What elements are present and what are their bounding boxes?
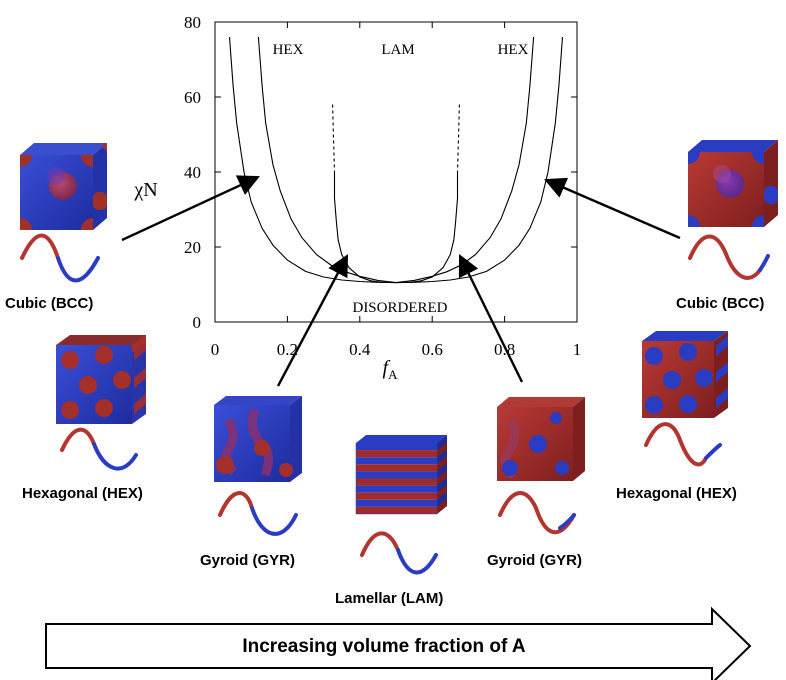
- wave-bcc-left: [20, 233, 100, 283]
- plot-frame: [214, 21, 578, 323]
- cube-gyr-right: [497, 397, 585, 481]
- lamella-side: [437, 491, 447, 507]
- caption-bcc-left: Cubic (BCC): [5, 295, 93, 312]
- lamella-side: [437, 470, 447, 486]
- pointer-arrows: [121, 175, 681, 387]
- volume-fraction-arrow: [45, 606, 752, 680]
- region-label-hex-left: HEX: [273, 42, 304, 58]
- wave-gyr-left: [218, 491, 298, 536]
- axis-ticks: [214, 21, 578, 323]
- caption-bcc-right: Cubic (BCC): [676, 295, 764, 312]
- region-label-hex-right: HEX: [498, 42, 529, 58]
- arrow-bcc-left: [121, 175, 260, 242]
- lamella-layer: [356, 450, 437, 458]
- caption-gyr-right: Gyroid (GYR): [487, 552, 582, 569]
- phase-boundary-dashed: [456, 104, 460, 173]
- y-tick-label: 40: [184, 163, 201, 182]
- caption-gyr-left: Gyroid (GYR): [200, 552, 295, 569]
- wave-hex-right: [644, 422, 722, 467]
- lamella-layer: [356, 457, 437, 465]
- cube-bcc-left: [20, 143, 107, 230]
- caption-hex-left: Hexagonal (HEX): [22, 485, 143, 502]
- cube-lam: [355, 435, 447, 515]
- wave-lam: [360, 531, 438, 575]
- lamella-side: [437, 442, 447, 458]
- x-tick-label: 0: [211, 340, 220, 359]
- lamella-layer: [356, 492, 437, 500]
- lamella-side: [437, 498, 447, 514]
- x-tick-label: 0.6: [422, 340, 443, 359]
- y-tick-label: 60: [184, 88, 201, 107]
- cube-bcc-right: [688, 140, 778, 227]
- lamella-side: [437, 435, 447, 451]
- tick-labels: 0 0.2 0.4 0.6 0.8 1 0 20 40 60 80: [184, 13, 581, 359]
- cube-hex-left: [56, 334, 146, 424]
- lamella-layer: [356, 443, 437, 451]
- phase-boundaries: [228, 36, 564, 284]
- cube-gyr-left: [214, 396, 302, 482]
- arrow-bcc-right: [544, 177, 681, 240]
- x-tick-label: 0.8: [494, 340, 515, 359]
- wave-hex-left: [60, 427, 138, 471]
- region-label-lam: LAM: [381, 42, 414, 58]
- lamella-layer: [356, 471, 437, 479]
- lamella-layer: [356, 485, 437, 493]
- lamella-layer: [356, 506, 437, 514]
- y-tick-label: 20: [184, 238, 201, 257]
- wave-gyr-right: [498, 491, 576, 535]
- volume-fraction-arrow-label: Increasing volume fraction of A: [242, 636, 526, 657]
- lamella-side: [437, 456, 447, 472]
- y-axis-label: χN: [133, 179, 157, 201]
- caption-hex-right: Hexagonal (HEX): [616, 485, 737, 502]
- lamella-layer: [356, 499, 437, 507]
- arrow-gyr-left: [276, 254, 349, 387]
- x-tick-label: 0.2: [277, 340, 298, 359]
- lamella-side: [437, 449, 447, 465]
- y-tick-label: 80: [184, 13, 201, 32]
- caption-lam: Lamellar (LAM): [335, 590, 443, 607]
- phase-boundary-dashed: [332, 104, 336, 173]
- lamella-layer: [356, 464, 437, 472]
- lamella-side: [437, 484, 447, 500]
- x-axis-label-subscript: A: [388, 367, 398, 382]
- phase-boundary-curve: [333, 172, 459, 284]
- region-label-disordered: DISORDERED: [352, 300, 447, 316]
- cube-hex-right: [642, 331, 728, 418]
- x-tick-label: 0.4: [349, 340, 371, 359]
- lamella-side: [437, 477, 447, 493]
- lamella-side: [437, 463, 447, 479]
- lamella-layer: [356, 478, 437, 486]
- phase-chart: 0 0.2 0.4 0.6 0.8 1 0 20 40 60 80 HEX LAM HEX DISO…: [133, 13, 581, 382]
- x-axis-label: fA: [383, 357, 399, 382]
- wave-bcc-right: [688, 234, 770, 280]
- y-tick-label: 0: [193, 313, 202, 332]
- arrow-gyr-right: [458, 254, 524, 383]
- x-tick-label: 1: [573, 340, 582, 359]
